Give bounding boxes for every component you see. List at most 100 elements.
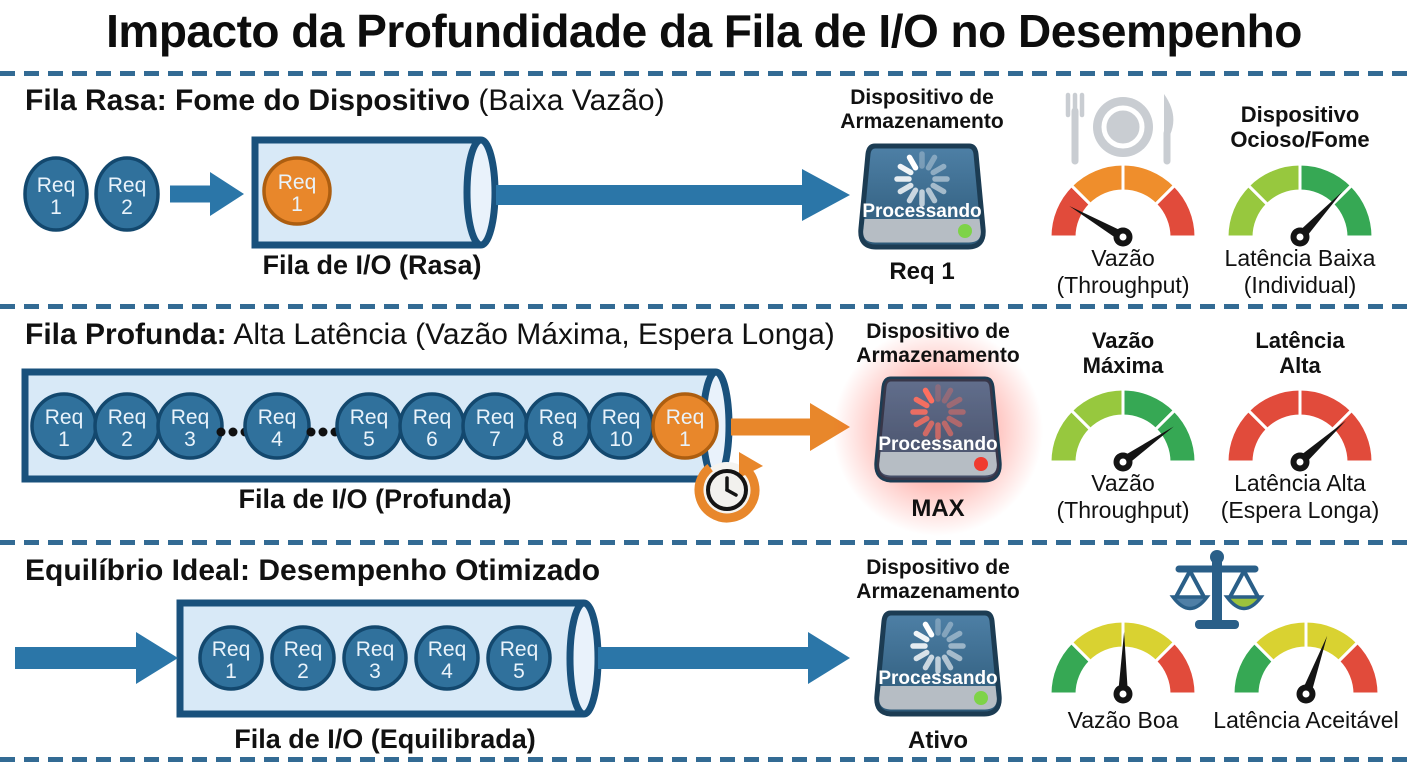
gauge-label: Vazão (Throughput) xyxy=(1056,470,1190,523)
svg-text:Req: Req xyxy=(108,174,147,197)
gauge-label: Latência Alta (Espera Longa) xyxy=(1220,470,1380,523)
svg-text:2: 2 xyxy=(121,428,133,451)
spinner-icon xyxy=(910,618,966,674)
gauge-label: Vazão Boa xyxy=(1067,707,1179,733)
svg-text:7: 7 xyxy=(489,428,501,451)
svg-text:Req: Req xyxy=(413,406,452,429)
device-status-label: Processando xyxy=(862,201,982,222)
svg-text:3: 3 xyxy=(369,660,381,683)
device-caption: Req 1 xyxy=(889,258,955,285)
flow-arrow xyxy=(15,632,178,684)
svg-text:2: 2 xyxy=(297,660,309,683)
svg-text:1: 1 xyxy=(58,428,70,451)
device-led xyxy=(974,457,988,471)
storage-device-icon xyxy=(833,326,1043,536)
heading-rest: Alta Latência (Vazão Máxima, Espera Long… xyxy=(226,318,835,351)
queue-dots xyxy=(306,427,340,437)
gauge xyxy=(1231,619,1381,704)
device-caption: MAX xyxy=(911,495,965,522)
spinner-icon xyxy=(910,384,966,440)
gauge-label: Vazão (Throughput) xyxy=(1056,245,1190,298)
svg-text:Req: Req xyxy=(258,406,297,429)
gauge-label: Latência Aceitável xyxy=(1213,707,1399,733)
gauge xyxy=(1048,162,1198,247)
svg-text:4: 4 xyxy=(441,660,453,683)
gauge-title: Dispositivo Ocioso/Fome xyxy=(1230,102,1370,152)
flow-arrow xyxy=(598,632,850,684)
storage-device-title: Dispositivo de Armazenamento xyxy=(840,86,1004,133)
section-divider xyxy=(0,757,1408,762)
svg-text:Req: Req xyxy=(212,638,251,661)
flow-arrow xyxy=(170,172,244,216)
svg-text:Req: Req xyxy=(476,406,515,429)
svg-text:5: 5 xyxy=(513,660,525,683)
gauge xyxy=(1225,162,1375,247)
storage-device-title: Dispositivo de Armazenamento xyxy=(856,556,1020,603)
svg-text:8: 8 xyxy=(552,428,564,451)
svg-text:Req: Req xyxy=(602,406,641,429)
storage-device-title: Dispositivo de Armazenamento xyxy=(856,320,1020,367)
gauge-title: Vazão Máxima xyxy=(1082,328,1164,378)
section-divider xyxy=(0,304,1408,309)
svg-text:6: 6 xyxy=(426,428,438,451)
svg-text:Req: Req xyxy=(500,638,539,661)
gauge xyxy=(1225,387,1375,472)
device-led xyxy=(974,691,988,705)
section-divider xyxy=(0,540,1408,545)
section-heading-shallow: Fila Rasa: Fome do Dispositivo (Baixa Va… xyxy=(25,84,665,118)
gauge-needle xyxy=(1117,632,1129,702)
storage-device-icon xyxy=(858,143,986,250)
device-caption: Ativo xyxy=(908,727,968,754)
svg-text:Req: Req xyxy=(350,406,389,429)
svg-text:Req: Req xyxy=(171,406,210,429)
svg-text:1: 1 xyxy=(679,428,691,451)
svg-text:5: 5 xyxy=(363,428,375,451)
svg-text:Req: Req xyxy=(666,406,705,429)
svg-text:10: 10 xyxy=(609,428,632,451)
gauge-label: Latência Baixa (Individual) xyxy=(1224,245,1376,298)
gauge-title: Latência Alta xyxy=(1255,328,1345,378)
heading-bold: Fila Profunda: xyxy=(25,318,227,351)
svg-text:1: 1 xyxy=(225,660,237,683)
gauge xyxy=(1048,387,1198,472)
flow-arrow xyxy=(496,169,850,221)
meal-plate-icon xyxy=(1065,92,1174,165)
svg-text:Req: Req xyxy=(278,171,317,194)
svg-text:3: 3 xyxy=(184,428,196,451)
section-heading-balanced: Equilíbrio Ideal: Desempenho Otimizado xyxy=(25,554,600,588)
storage-device-icon xyxy=(874,610,1002,717)
svg-text:Req: Req xyxy=(284,638,323,661)
svg-text:1: 1 xyxy=(50,196,62,219)
diagram-title: Impacto da Profundidade da Fila de I/O n… xyxy=(106,5,1302,57)
svg-text:1: 1 xyxy=(291,193,303,216)
heading-bold: Fila Rasa: Fome do Dispositivo xyxy=(25,84,471,117)
device-status-label: Processando xyxy=(878,668,998,689)
device-status-label: Processando xyxy=(878,434,998,455)
svg-text:Req: Req xyxy=(45,406,84,429)
orange-flow-arrow xyxy=(731,403,850,451)
section-divider xyxy=(0,71,1408,76)
clock-wait-icon xyxy=(694,452,763,523)
svg-text:Req: Req xyxy=(37,174,76,197)
heading-rest: (Baixa Vazão) xyxy=(470,84,665,117)
queue-caption: Fila de I/O (Profunda) xyxy=(238,484,512,514)
queue-caption: Fila de I/O (Rasa) xyxy=(262,250,482,280)
